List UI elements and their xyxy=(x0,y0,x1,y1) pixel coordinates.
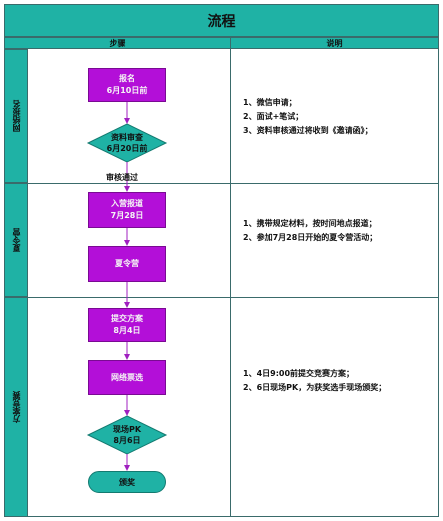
pk-node: 现场PK 8月6日 xyxy=(88,416,166,454)
signup-node: 报名 6月10日前 xyxy=(88,68,166,102)
lane-label-competition: 方案竞赛 xyxy=(4,297,28,517)
pk-date: 8月6日 xyxy=(113,436,141,445)
note-line: 2、参加7月28日开始的夏令营活动； xyxy=(243,233,378,242)
signup-label: 报名 xyxy=(119,74,135,83)
steps-column-header: 步骤 xyxy=(4,37,231,49)
vote-label: 网络票选 xyxy=(111,372,143,382)
submit-label: 提交方案 xyxy=(111,314,143,323)
signup-date: 6月10日前 xyxy=(106,86,148,95)
note-line: 1、携带规定材料，按时间地点报道； xyxy=(243,219,377,228)
note-line: 1、微信申请； xyxy=(243,98,297,107)
lane-divider xyxy=(4,183,439,184)
submit-date: 8月4日 xyxy=(113,326,141,335)
steps-header-label: 步骤 xyxy=(109,38,126,48)
registration-notes: 1、微信申请； 2、面试+笔试； 3、资料审核通过将收到《邀请函》； xyxy=(243,96,373,138)
lane-label-registration: 网络报名 xyxy=(4,49,28,183)
camp-node: 夏令营 xyxy=(88,246,166,282)
checkin-date: 7月28日 xyxy=(110,211,144,220)
checkin-label: 入营报道 xyxy=(111,199,143,208)
page-title: 流程 xyxy=(4,4,439,37)
lane-divider xyxy=(4,297,439,298)
camp-notes: 1、携带规定材料，按时间地点报道； 2、参加7月28日开始的夏令营活动； xyxy=(243,217,377,245)
review-label: 资料审查 xyxy=(111,133,143,142)
review-date: 6月20日前 xyxy=(106,144,148,153)
note-line: 1、4日9:00前提交竞赛方案； xyxy=(243,369,355,378)
camp-label: 夏令营 xyxy=(115,259,139,268)
notes-column-header: 说明 xyxy=(230,37,439,49)
column-divider xyxy=(230,49,231,517)
pk-label: 现场PK xyxy=(112,425,142,434)
note-line: 3、资料审核通过将收到《邀请函》； xyxy=(243,126,373,135)
review-pass-label: 审核通过 xyxy=(106,173,138,182)
submit-node: 提交方案 8月4日 xyxy=(88,308,166,342)
note-line: 2、6日现场PK，为获奖选手现场颁奖； xyxy=(243,383,387,392)
title-text: 流程 xyxy=(207,13,236,30)
notes-header-label: 说明 xyxy=(326,38,343,48)
vote-node: 网络票选 xyxy=(88,360,166,395)
competition-notes: 1、4日9:00前提交竞赛方案； 2、6日现场PK，为获奖选手现场颁奖； xyxy=(243,367,386,395)
checkin-node: 入营报道 7月28日 xyxy=(88,192,166,228)
note-line: 2、面试+笔试； xyxy=(243,112,304,121)
review-node: 资料审查 6月20日前 xyxy=(88,124,166,162)
award-label: 颁奖 xyxy=(119,477,135,487)
award-node: 颁奖 xyxy=(88,471,166,493)
